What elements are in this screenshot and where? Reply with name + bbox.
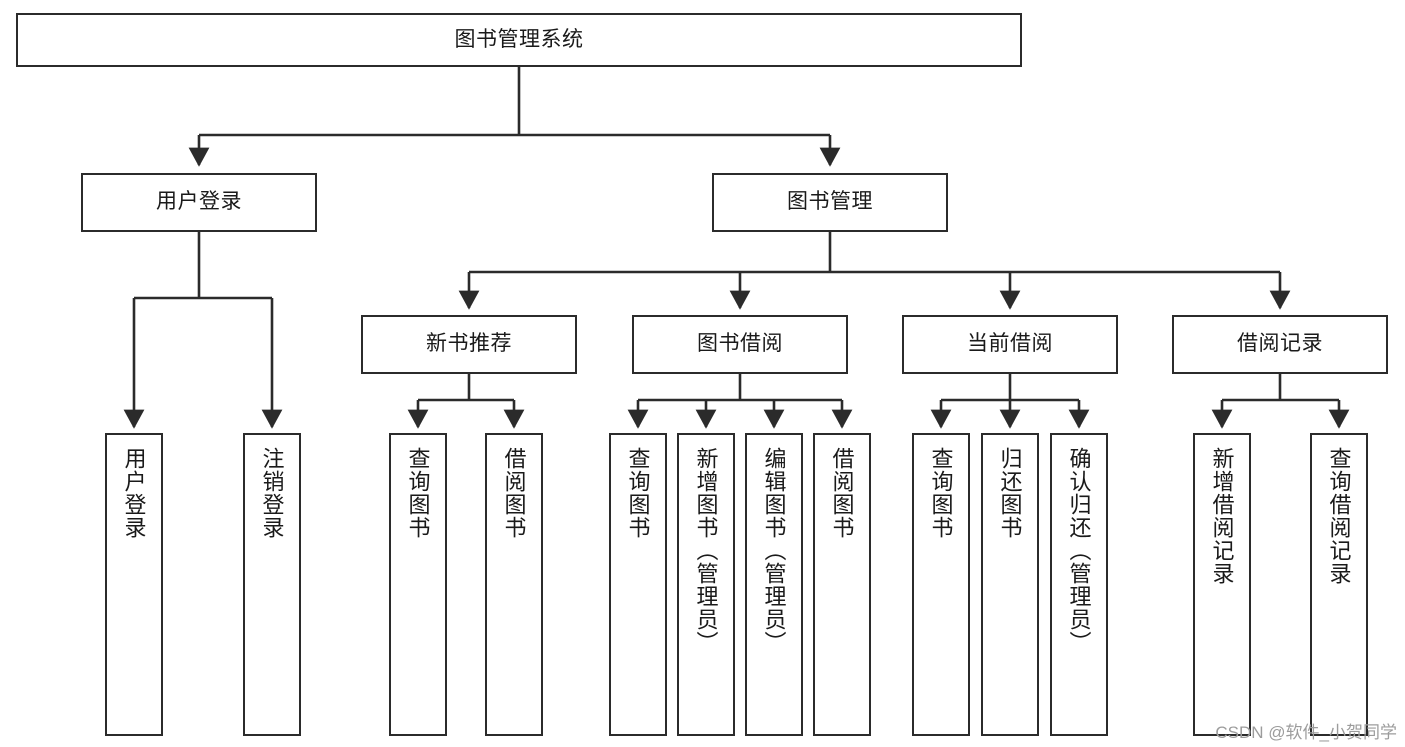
node-root[interactable]: 图书管理系统 (16, 13, 1022, 67)
node-leaf-add-record-label: 新增借阅记录 (1209, 447, 1235, 585)
node-book-borrow[interactable]: 图书借阅 (632, 315, 848, 374)
node-leaf-edit-book[interactable]: 编辑图书（管理员） (745, 433, 803, 736)
node-leaf-user-login[interactable]: 用户登录 (105, 433, 163, 736)
node-leaf-query-book-2[interactable]: 查询图书 (609, 433, 667, 736)
node-user-login[interactable]: 用户登录 (81, 173, 317, 232)
node-current-borrow[interactable]: 当前借阅 (902, 315, 1118, 374)
node-root-label: 图书管理系统 (454, 27, 584, 51)
node-leaf-borrow-book-2-label: 借阅图书 (829, 447, 855, 539)
node-new-book-rec-label: 新书推荐 (426, 332, 512, 356)
node-borrow-record[interactable]: 借阅记录 (1172, 315, 1388, 374)
node-book-borrow-label: 图书借阅 (697, 332, 783, 356)
node-current-borrow-label: 当前借阅 (967, 332, 1053, 356)
node-leaf-logout[interactable]: 注销登录 (243, 433, 301, 736)
watermark: CSDN @软件_小贺同学 (1215, 723, 1397, 742)
node-new-book-rec[interactable]: 新书推荐 (361, 315, 577, 374)
node-leaf-add-book-label: 新增图书（管理员） (693, 447, 719, 654)
node-leaf-add-record[interactable]: 新增借阅记录 (1193, 433, 1251, 736)
node-leaf-borrow-book-1-label: 借阅图书 (501, 447, 527, 539)
node-leaf-return-book[interactable]: 归还图书 (981, 433, 1039, 736)
node-leaf-borrow-book-1[interactable]: 借阅图书 (485, 433, 543, 736)
node-leaf-confirm-return[interactable]: 确认归还（管理员） (1050, 433, 1108, 736)
node-user-login-label: 用户登录 (156, 190, 242, 214)
node-book-manage-label: 图书管理 (787, 190, 873, 214)
node-leaf-query-book-2-label: 查询图书 (625, 447, 651, 539)
node-leaf-add-book[interactable]: 新增图书（管理员） (677, 433, 735, 736)
node-leaf-confirm-return-label: 确认归还（管理员） (1066, 447, 1092, 654)
node-leaf-user-login-label: 用户登录 (121, 447, 147, 539)
node-leaf-query-book-3[interactable]: 查询图书 (912, 433, 970, 736)
node-borrow-record-label: 借阅记录 (1237, 332, 1323, 356)
node-leaf-edit-book-label: 编辑图书（管理员） (761, 447, 787, 654)
node-leaf-query-book-1[interactable]: 查询图书 (389, 433, 447, 736)
node-leaf-query-record-label: 查询借阅记录 (1326, 447, 1352, 585)
node-leaf-query-book-1-label: 查询图书 (405, 447, 431, 539)
node-leaf-return-book-label: 归还图书 (997, 447, 1023, 539)
node-book-manage[interactable]: 图书管理 (712, 173, 948, 232)
node-leaf-logout-label: 注销登录 (259, 447, 285, 539)
node-leaf-borrow-book-2[interactable]: 借阅图书 (813, 433, 871, 736)
node-leaf-query-book-3-label: 查询图书 (928, 447, 954, 539)
node-leaf-query-record[interactable]: 查询借阅记录 (1310, 433, 1368, 736)
